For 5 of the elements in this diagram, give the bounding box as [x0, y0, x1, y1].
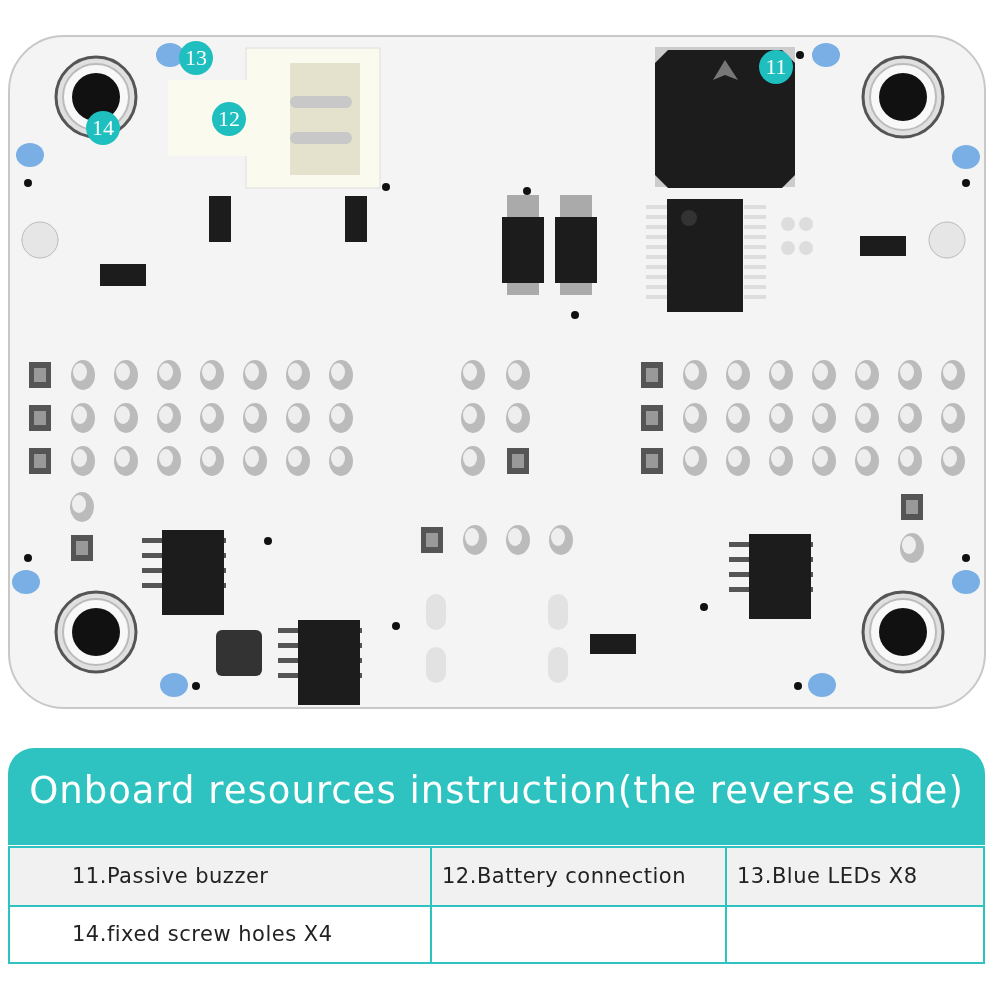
table-cell-text: 12.Battery connection — [442, 863, 686, 890]
table-cell-text: 13.Blue LEDs X8 — [737, 863, 918, 890]
table-cell-text: 11.Passive buzzer — [72, 863, 269, 890]
table-title: Onboard resources instruction(the reverse side) — [8, 748, 985, 845]
table-cell-text: 14.fixed screw holes X4 — [72, 921, 333, 948]
